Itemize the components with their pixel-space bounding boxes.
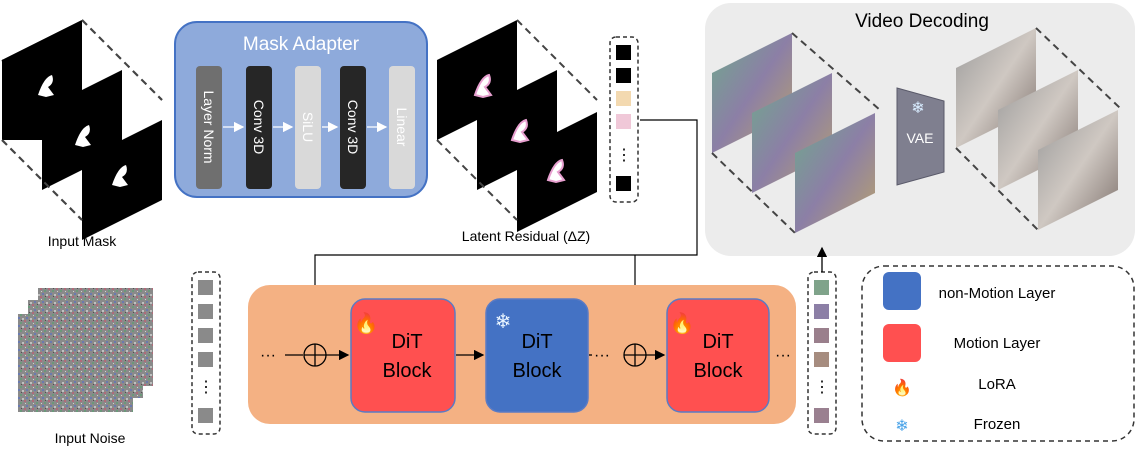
conv3d-block-1 bbox=[246, 66, 272, 189]
add-node-1 bbox=[303, 343, 327, 367]
conv3d-label-2: Conv 3D bbox=[345, 100, 361, 154]
vae-block bbox=[896, 87, 945, 186]
mask-adapter-title: Mask Adapter bbox=[243, 34, 360, 55]
snowflake-icon: ❄ bbox=[895, 418, 908, 435]
linear-block bbox=[389, 66, 415, 189]
silu-block bbox=[295, 66, 321, 189]
input-noise-stack bbox=[18, 288, 153, 412]
add-node-2 bbox=[623, 343, 647, 367]
legend-non-motion-label: non-Motion Layer bbox=[939, 285, 1056, 302]
conv3d-label-1: Conv 3D bbox=[251, 100, 267, 154]
noise-token-column bbox=[191, 271, 221, 435]
output-token-ellipsis: ⋮ bbox=[814, 379, 830, 396]
latent-video-frames bbox=[711, 32, 881, 234]
legend: 🔥 ❄ bbox=[861, 265, 1135, 442]
layer-norm-label: Layer Norm bbox=[201, 90, 217, 163]
vae-label: VAE bbox=[907, 130, 934, 146]
snowflake-icon: ❄ bbox=[495, 311, 512, 333]
latent-residual-label: Latent Residual (ΔZ) bbox=[462, 228, 590, 244]
mask-adapter: Mask Adapter Layer Norm Conv 3D SiLU Con… bbox=[174, 21, 428, 198]
output-token-column bbox=[807, 271, 837, 435]
legend-non-motion-swatch bbox=[883, 272, 921, 310]
video-decoding-title: Video Decoding bbox=[855, 11, 989, 32]
fire-icon: 🔥 bbox=[354, 311, 379, 335]
dit-block-1 bbox=[350, 298, 456, 413]
legend-motion-swatch bbox=[883, 324, 921, 362]
pipeline-ellipsis-start: ··· bbox=[260, 347, 276, 364]
linear-label: Linear bbox=[394, 108, 410, 147]
latent-token-ellipsis: ⋮ bbox=[616, 147, 632, 164]
legend-frozen-label: Frozen bbox=[974, 416, 1021, 433]
pipeline-ellipsis-mid: ··· bbox=[594, 347, 610, 364]
residual-connector bbox=[310, 119, 698, 345]
fire-icon: 🔥 bbox=[670, 311, 695, 335]
latent-residual-stack bbox=[436, 19, 598, 232]
dit-block-2-line2: Block bbox=[513, 360, 563, 382]
decoded-video-frames bbox=[955, 27, 1121, 231]
dit-block-3-line2: Block bbox=[694, 360, 744, 382]
dit-block-1-line1: DiT bbox=[391, 331, 422, 353]
vae-snowflake-icon: ❄ bbox=[911, 100, 924, 117]
latent-token-column bbox=[609, 36, 639, 203]
legend-motion-label: Motion Layer bbox=[954, 335, 1041, 352]
dit-block-3 bbox=[666, 298, 770, 413]
legend-lora-label: LoRA bbox=[978, 376, 1016, 393]
input-mask-stack bbox=[1, 19, 163, 240]
layer-norm-block bbox=[196, 66, 222, 189]
dit-block-2 bbox=[485, 298, 589, 413]
dit-block-1-line2: Block bbox=[383, 360, 433, 382]
conv3d-block-2 bbox=[340, 66, 366, 189]
fire-icon: 🔥 bbox=[892, 378, 912, 397]
noise-token-ellipsis: ⋮ bbox=[198, 379, 214, 396]
input-mask-label: Input Mask bbox=[48, 233, 117, 249]
dit-block-3-line1: DiT bbox=[702, 331, 733, 353]
input-noise-label: Input Noise bbox=[55, 430, 126, 446]
silu-label: SiLU bbox=[300, 112, 316, 142]
pipeline-ellipsis-end: ··· bbox=[775, 347, 791, 364]
dit-block-2-line1: DiT bbox=[521, 331, 552, 353]
